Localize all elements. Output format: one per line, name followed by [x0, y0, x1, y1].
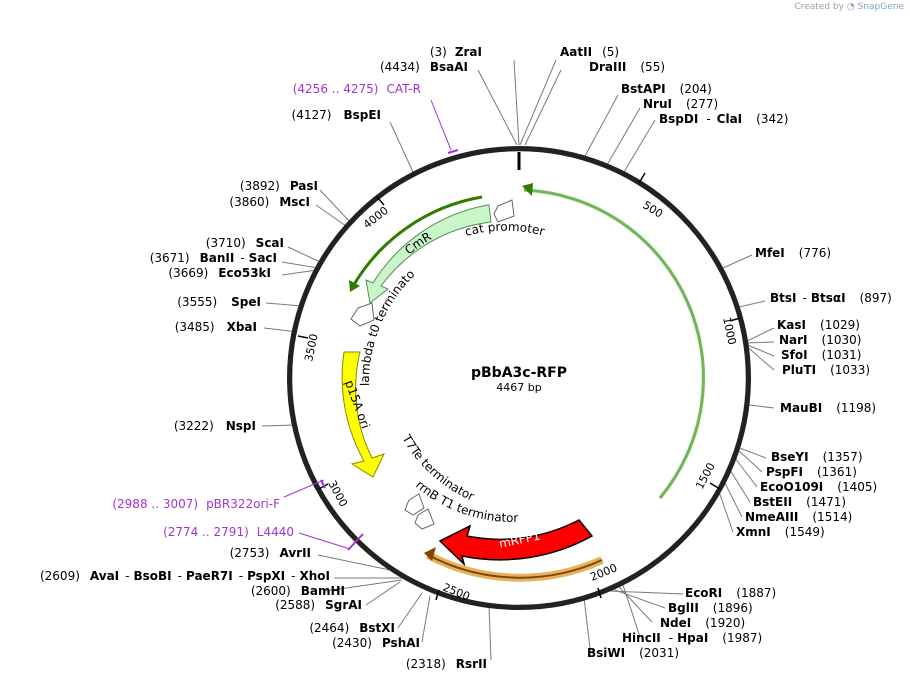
primer-cat-r[interactable]: (4256 .. 4275)CAT-R [293, 82, 421, 96]
site-ecori[interactable]: EcoRI(1887) [685, 586, 776, 600]
cmr-feature [365, 204, 492, 304]
primer-pbr322ori-f[interactable]: (2988 .. 3007)pBR322ori-F [112, 497, 280, 511]
site-hincii-hpai[interactable]: HincII-HpaI(1987) [622, 631, 762, 645]
credit-brand: SnapGene [857, 2, 904, 12]
site-bsaai[interactable]: (4434)BsaAI [380, 60, 468, 74]
green-arc-arrowhead [522, 183, 533, 196]
site-sgrai[interactable]: (2588)SgrAI [275, 598, 362, 612]
site-nmeaiii[interactable]: NmeAIII(1514) [745, 510, 852, 524]
site-maubi[interactable]: MauBI(1198) [780, 401, 876, 415]
site-draiii[interactable]: DraIII(55) [589, 60, 665, 74]
site-banii-saci[interactable]: (3671)BanII-SacI [150, 251, 277, 265]
site-rsrii[interactable]: (2318)RsrII [406, 657, 487, 671]
site-nspi[interactable]: (3222)NspI [174, 419, 256, 433]
site-bglii[interactable]: BglII(1896) [668, 601, 753, 615]
site-xbai[interactable]: (3485)XbaI [175, 320, 257, 334]
credit-prefix: Created by [794, 2, 844, 12]
site-spei[interactable]: (3555)SpeI [177, 295, 261, 309]
site-avrii[interactable]: (2753)AvrII [230, 546, 311, 560]
backbone-outer-ring [287, 146, 751, 610]
site-eco53ki[interactable]: (3669)Eco53kI [168, 266, 271, 280]
primer-l4440[interactable]: (2774 .. 2791)L4440 [163, 525, 294, 539]
site-bseyi[interactable]: BseYI(1357) [771, 450, 863, 464]
site-ndei[interactable]: NdeI(1920) [660, 616, 745, 630]
green-arc-feature [523, 188, 705, 499]
p15a-ori-feature [341, 351, 385, 478]
site-nari[interactable]: NarI(1030) [779, 333, 861, 347]
site-zrai[interactable]: (3)ZraI [430, 45, 482, 59]
site-eco0109i[interactable]: EcoO109I(1405) [760, 480, 877, 494]
rrnb-t1-terminator-feature [414, 508, 435, 530]
site-pasi[interactable]: (3892)PasI [240, 179, 318, 193]
site-pspfi[interactable]: PspFI(1361) [766, 465, 857, 479]
cat-promoter-feature [493, 199, 515, 223]
site-pshai[interactable]: (2430)PshAI [332, 636, 420, 650]
site-kasi[interactable]: KasI(1029) [777, 318, 860, 332]
tick-3500: 3500 [302, 333, 321, 363]
site-bstxi[interactable]: (2464)BstXI [309, 621, 395, 635]
site-connector-lines [261, 59, 775, 661]
primer-labels: (4256 .. 4275)CAT-R (2988 .. 3007)pBR322… [112, 82, 421, 539]
site-nrui[interactable]: NruI(277) [643, 97, 718, 111]
green-arc-cmr-outline [350, 195, 483, 289]
tick-1000: 1000 [720, 316, 739, 346]
tick-1500: 1500 [693, 461, 718, 492]
site-bamhi[interactable]: (2600)BamHI [251, 584, 345, 598]
site-msci[interactable]: (3860)MscI [229, 195, 310, 209]
site-scai[interactable]: (3710)ScaI [206, 236, 284, 250]
site-aatii[interactable]: AatII(5) [560, 45, 619, 59]
site-pluti[interactable]: PluTI(1033) [782, 363, 870, 377]
snapgene-logo-icon: ◔ [846, 2, 855, 12]
site-xmni[interactable]: XmnI(1549) [736, 525, 825, 539]
snapgene-credit: Created by ◔ SnapGene [794, 2, 904, 12]
orange-arc-arrowhead [424, 547, 436, 561]
site-bstapi[interactable]: BstAPI(204) [621, 82, 712, 96]
site-labels: (3)ZraI AatII(5) DraIII(55) (4434)BsaAI … [40, 45, 892, 671]
site-bsiwi[interactable]: BsiWI(2031) [587, 646, 679, 660]
site-bsteii[interactable]: BstEII(1471) [753, 495, 846, 509]
cat-promoter-label: cat promoter [463, 220, 546, 239]
t7te-terminator-feature [404, 493, 425, 516]
primer-markers [283, 99, 459, 551]
lambda-t0-terminator-feature [350, 302, 375, 327]
site-btsi-btsai[interactable]: BtsI-BtsαI(897) [770, 291, 892, 305]
site-bspdi-clai[interactable]: BspDI-ClaI(342) [659, 112, 788, 126]
site-sfoi[interactable]: SfoI(1031) [781, 348, 861, 362]
site-bspei[interactable]: (4127)BspEI [292, 108, 381, 122]
site-mfei[interactable]: MfeI(776) [755, 246, 831, 260]
plasmid-length: 4467 bp [496, 381, 541, 394]
plasmid-name: pBbA3c-RFP [471, 365, 567, 381]
mrfp1-feature [438, 519, 594, 567]
site-avai-group[interactable]: (2609)AvaI-BsoBI-PaeR7I-PspXI-XhoI [40, 569, 330, 583]
